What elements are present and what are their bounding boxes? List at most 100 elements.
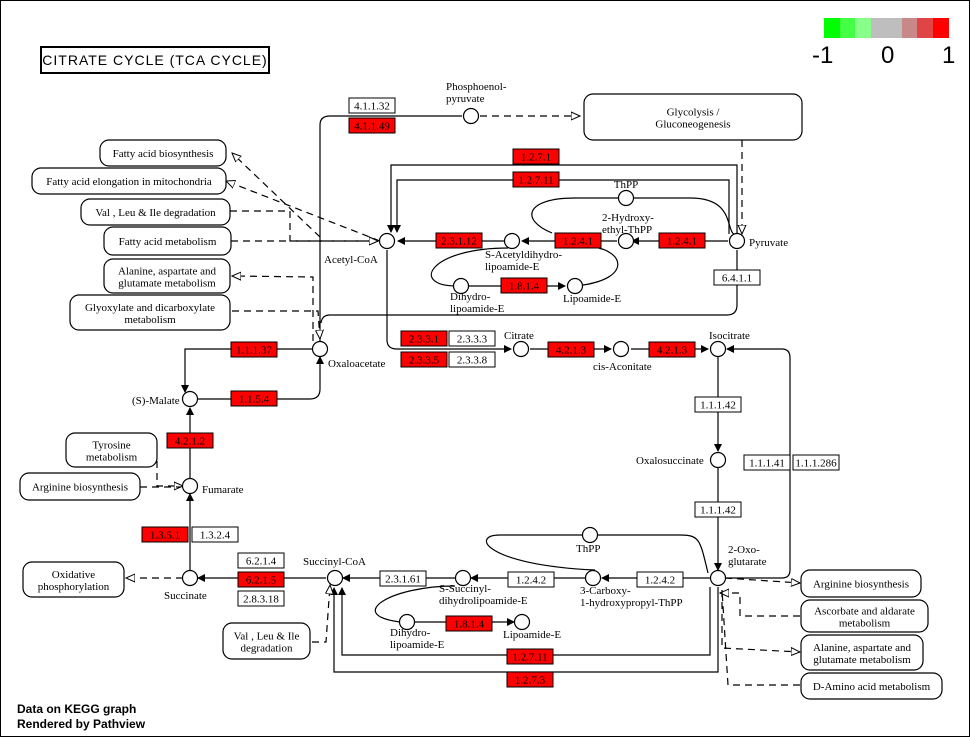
enzyme-box <box>400 330 448 347</box>
compound-dihydrolipoamide-top[interactable]: Dihydro-lipoamide-E <box>450 277 505 316</box>
map-box <box>800 672 943 700</box>
compound-circle <box>181 569 199 587</box>
compound-label: 2-Oxo-glutarate <box>728 544 767 568</box>
compound-succinate[interactable]: Succinate <box>164 569 207 603</box>
map-box <box>19 472 141 501</box>
enzyme-e4-2-1-3-left[interactable]: 4.2.1.3 <box>547 341 595 358</box>
enzyme-e6-4-1-1[interactable]: 6.4.1.1 <box>713 269 761 286</box>
enzyme-e1-3-2-4[interactable]: 1.3.2.4 <box>191 526 239 543</box>
enzyme-e1-8-1-4-top[interactable]: 1.8.1.4 <box>500 277 548 294</box>
compound-cis-aconitate[interactable]: cis-Aconitate <box>593 340 652 374</box>
enzyme-box <box>500 277 548 294</box>
enzyme-e4-1-1-49[interactable]: 4.1.1.49 <box>348 117 396 134</box>
compound-thpp-top[interactable]: ThPP <box>614 179 638 207</box>
enzyme-e2-3-3-5[interactable]: 2.3.3.5 <box>400 351 448 368</box>
enzyme-e4-2-1-3-right[interactable]: 4.2.1.3 <box>648 341 696 358</box>
compound-oxaloacetate[interactable]: Oxaloacetate <box>311 340 386 371</box>
compound-lipoamide-top[interactable]: Lipoamide-E <box>563 277 621 306</box>
enzyme-e2-8-3-18[interactable]: 2.8.3.18 <box>237 590 285 607</box>
enzyme-e1-2-4-2-right[interactable]: 1.2.4.2 <box>636 571 684 588</box>
map-fa-metabolism[interactable]: Fatty acid metabolism <box>103 226 232 256</box>
enzyme-e1-2-7-1[interactable]: 1.2.7.1 <box>512 148 560 165</box>
enzyme-label: 6.2.1.4 <box>246 556 277 568</box>
map-label: Arginine biosynthesis <box>32 482 128 494</box>
compound-isocitrate[interactable]: Isocitrate <box>709 330 750 358</box>
map-val-leu-ile-top[interactable]: Val , Leu & Ile degradation <box>80 198 231 226</box>
enzyme-e1-1-1-286[interactable]: 1.1.1.286 <box>792 454 840 471</box>
map-fa-elongation[interactable]: Fatty acid elongation in mitochondria <box>31 167 227 195</box>
compound-circle <box>513 613 531 631</box>
compound-carboxy[interactable]: 3-Carboxy-1-hydroxypropyl-ThPP <box>580 569 683 610</box>
enzyme-e6-2-1-5[interactable]: 6.2.1.5 <box>237 571 285 588</box>
enzyme-e1-1-1-42-bottom[interactable]: 1.1.1.42 <box>694 501 742 518</box>
compound-label: Phosphoenol-pyruvate <box>446 81 507 105</box>
enzyme-e2-3-3-1[interactable]: 2.3.3.1 <box>400 330 448 347</box>
enzyme-e4-2-1-2[interactable]: 4.2.1.2 <box>166 432 214 449</box>
map-fa-biosynthesis[interactable]: Fatty acid biosynthesis <box>99 139 227 167</box>
enzyme-e1-2-4-1-right[interactable]: 1.2.4.1 <box>658 232 706 249</box>
enzyme-e1-1-1-41[interactable]: 1.1.1.41 <box>743 454 791 471</box>
enzyme-e1-1-5-4[interactable]: 1.1.5.4 <box>230 390 278 407</box>
enzyme-e1-1-1-42-top[interactable]: 1.1.1.42 <box>694 396 742 413</box>
enzyme-e6-2-1-4[interactable]: 6.2.1.4 <box>237 552 285 569</box>
enzyme-e1-2-4-1-mid[interactable]: 1.2.4.1 <box>554 232 602 249</box>
legend-swatch <box>901 18 918 38</box>
compound-pyruvate[interactable]: Pyruvate <box>728 232 789 250</box>
enzyme-e2-3-3-8[interactable]: 2.3.3.8 <box>448 351 496 368</box>
enzyme-e1-2-7-3[interactable]: 1.2.7.3 <box>506 671 554 688</box>
compound-circle <box>512 340 530 358</box>
map-box <box>69 294 231 331</box>
compound-succinyl-coa[interactable]: Succinyl-CoA <box>303 556 366 587</box>
map-box <box>800 569 922 598</box>
enzyme-e2-3-3-3[interactable]: 2.3.3.3 <box>448 330 496 347</box>
compound-label: ThPP <box>576 543 600 555</box>
compound-acetyl-coa[interactable]: Acetyl-CoA <box>324 232 396 267</box>
map-label: Arginine biosynthesis <box>813 579 909 591</box>
map-arginine-left[interactable]: Arginine biosynthesis <box>19 472 141 501</box>
enzyme-e2-3-1-12[interactable]: 2.3.1.12 <box>435 232 483 249</box>
compound-oxalosuccinate[interactable]: Oxalosuccinate <box>636 451 727 469</box>
compound-s-acetyldihydrolipoamide[interactable]: S-Acetyldihydro-lipoamide-E <box>485 232 562 274</box>
enzyme-label: 1.1.1.37 <box>236 345 272 357</box>
compound-oxoglutarate[interactable]: 2-Oxo-glutarate <box>709 544 767 587</box>
compound-lipoamide-bottom[interactable]: Lipoamide-E <box>503 613 561 642</box>
enzyme-label: 6.2.1.5 <box>246 575 277 587</box>
compound-label: 3-Carboxy-1-hydroxypropyl-ThPP <box>580 585 683 609</box>
map-d-amino[interactable]: D-Amino acid metabolism <box>800 672 943 700</box>
enzyme-box <box>230 390 278 407</box>
enzyme-e1-2-4-2-left[interactable]: 1.2.4.2 <box>507 571 555 588</box>
enzyme-e4-1-1-32[interactable]: 4.1.1.32 <box>348 97 396 114</box>
enzyme-e1-3-5-1[interactable]: 1.3.5.1 <box>141 526 189 543</box>
enzyme-box <box>379 570 427 587</box>
compound-dihydrolipoamide-bottom[interactable]: Dihydro-lipoamide-E <box>390 613 445 652</box>
compound-s-succinyl[interactable]: S-Succinyl-dihydrolipoamide-E <box>439 569 528 608</box>
compound-label: S-Succinyl-dihydrolipoamide-E <box>439 583 528 607</box>
enzyme-e1-2-7-11-top[interactable]: 1.2.7.11 <box>512 171 560 188</box>
compound-fumarate[interactable]: Fumarate <box>181 477 244 497</box>
enzyme-box <box>636 571 684 588</box>
compound-phosphoenolpyruvate[interactable]: Phosphoenol-pyruvate <box>446 81 507 125</box>
map-glycolysis[interactable]: Glycolysis /Gluconeogenesis <box>583 93 803 141</box>
enzyme-box <box>237 571 285 588</box>
compound-citrate[interactable]: Citrate <box>504 330 534 358</box>
compound-thpp-bottom[interactable]: ThPP <box>576 526 600 556</box>
enzyme-e1-1-1-37[interactable]: 1.1.1.37 <box>230 341 278 358</box>
enzyme-box <box>348 117 396 134</box>
compound-circle <box>454 569 472 587</box>
enzyme-e1-2-7-11-bottom[interactable]: 1.2.7.11 <box>506 648 554 665</box>
compound-s-malate[interactable]: (S)-Malate <box>132 390 199 408</box>
enzyme-e1-8-1-4-bottom[interactable]: 1.8.1.4 <box>445 615 493 632</box>
compound-circle <box>709 569 727 587</box>
map-arginine-right[interactable]: Arginine biosynthesis <box>800 569 922 598</box>
enzyme-e2-3-1-61[interactable]: 2.3.1.61 <box>379 570 427 587</box>
compound-hydroxyethyl-thpp[interactable]: 2-Hydroxy-ethyl-ThPP <box>602 212 654 250</box>
